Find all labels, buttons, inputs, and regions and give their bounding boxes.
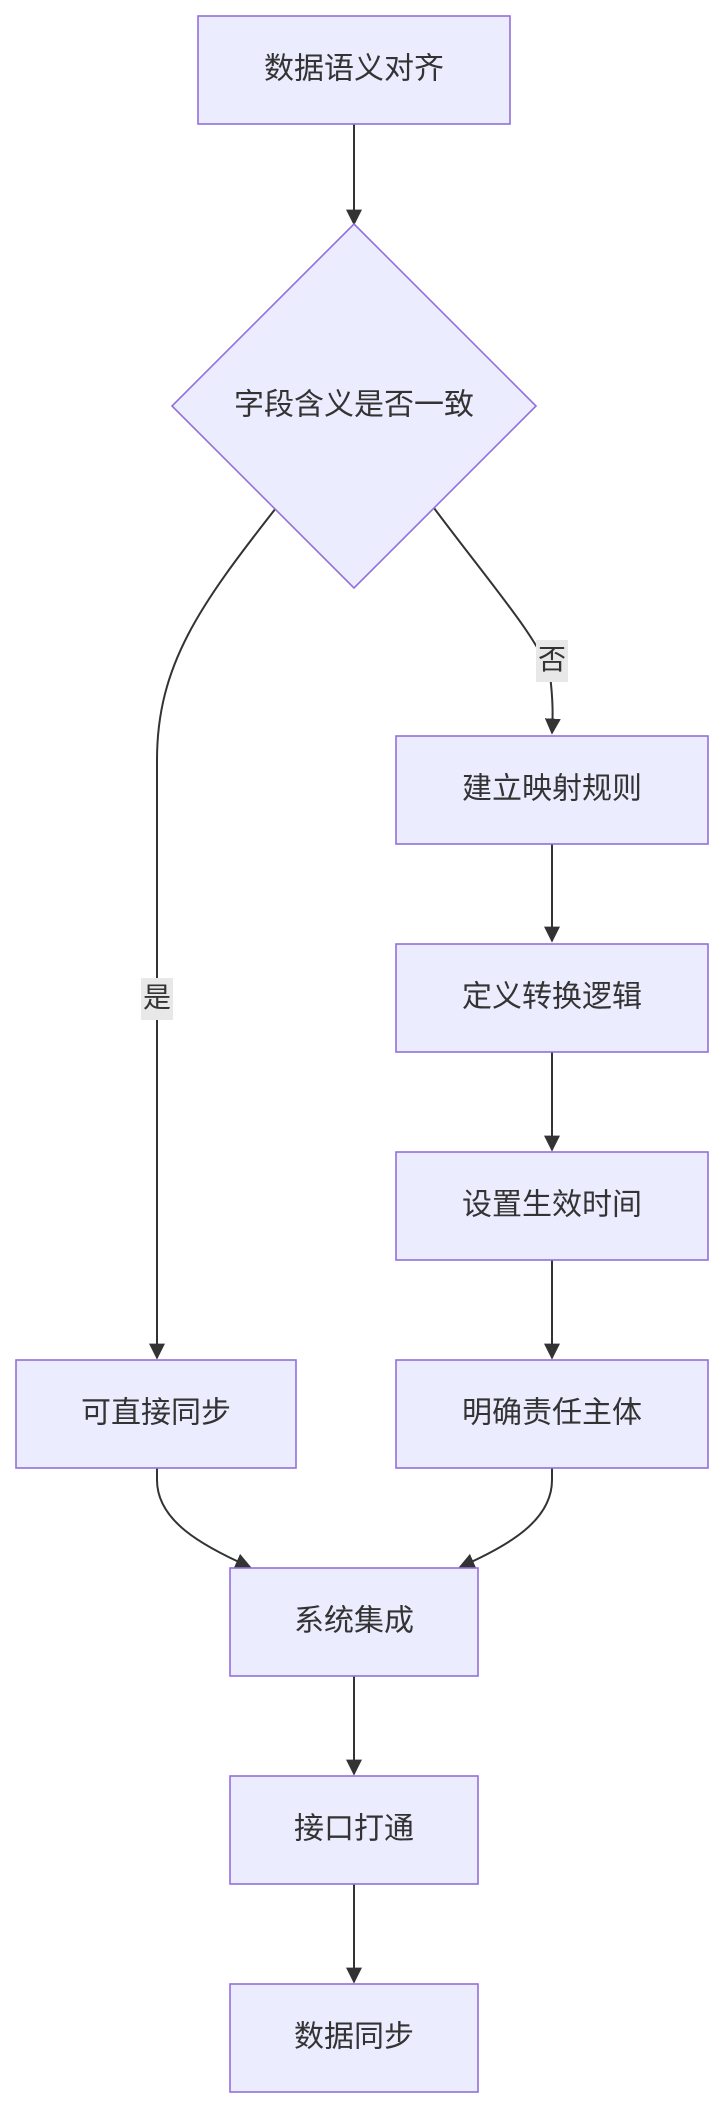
node-set-effective-time-label: 设置生效时间: [462, 1188, 642, 1223]
node-system-integration-label: 系统集成: [294, 1604, 414, 1639]
edge-label-yes-text: 是: [143, 981, 171, 1014]
node-data-sync-label: 数据同步: [294, 2020, 414, 2055]
edge-decision-no: [433, 507, 561, 735]
node-direct-sync-label: 可直接同步: [81, 1396, 231, 1431]
node-direct-sync[interactable]: 可直接同步: [15, 1359, 297, 1469]
edge-label-no-text: 否: [538, 643, 566, 676]
edge-label-yes: 是: [141, 978, 173, 1020]
node-semantic-align[interactable]: 数据语义对齐: [197, 15, 511, 125]
node-clarify-owner-label: 明确责任主体: [462, 1396, 642, 1431]
node-interface-connect[interactable]: 接口打通: [229, 1775, 479, 1885]
node-semantic-align-label: 数据语义对齐: [264, 52, 444, 87]
node-define-transform-label: 定义转换逻辑: [462, 980, 642, 1015]
node-field-consistent-decision[interactable]: 字段含义是否一致: [170, 222, 538, 590]
node-system-integration[interactable]: 系统集成: [229, 1567, 479, 1677]
edge-owner-to-integration: [458, 1468, 553, 1569]
node-clarify-owner[interactable]: 明确责任主体: [395, 1359, 709, 1469]
node-set-effective-time[interactable]: 设置生效时间: [395, 1151, 709, 1261]
node-build-mapping[interactable]: 建立映射规则: [395, 735, 709, 845]
node-data-sync[interactable]: 数据同步: [229, 1983, 479, 2093]
node-define-transform[interactable]: 定义转换逻辑: [395, 943, 709, 1053]
node-build-mapping-label: 建立映射规则: [462, 772, 642, 807]
edge-decision-yes: [149, 507, 277, 1360]
node-field-consistent-label: 字段含义是否一致: [234, 388, 474, 423]
edge-label-no: 否: [536, 640, 568, 682]
node-interface-connect-label: 接口打通: [294, 1812, 414, 1847]
edge-direct-to-integration: [156, 1468, 252, 1569]
